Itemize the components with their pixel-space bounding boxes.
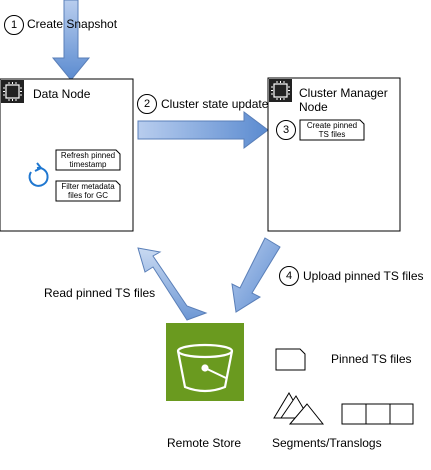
- bucket-icon: [176, 343, 234, 393]
- step-2-badge: 2: [137, 94, 157, 114]
- step-4-badge: 4: [279, 266, 299, 286]
- upload-pinned-label: Upload pinned TS files: [303, 269, 424, 283]
- translogs-icon: [341, 403, 414, 425]
- create-snapshot-label: Create Snapshot: [27, 17, 118, 31]
- read-arrow: [137, 247, 208, 321]
- cluster-manager-title-line2: Node: [299, 100, 328, 114]
- segments-legend-label: Segments/Translogs: [272, 436, 382, 450]
- remote-store-label: Remote Store: [167, 436, 242, 450]
- segments-icon: [273, 392, 325, 425]
- refresh-note-shape: [55, 149, 121, 171]
- filter-note: Filter metadata files for GC: [61, 182, 115, 200]
- pinned-ts-legend-label: Pinned TS files: [331, 352, 412, 366]
- cluster-state-update-label: Cluster state update: [161, 97, 269, 111]
- refresh-icon: [28, 162, 49, 187]
- data-node-chip-icon: [1, 80, 24, 103]
- cluster-manager-title-line1: Cluster Manager: [299, 86, 388, 100]
- create-pinned-note-shape: [299, 119, 365, 141]
- data-node-title: Data Node: [33, 87, 91, 101]
- pinned-ts-file-icon: [275, 348, 306, 371]
- refresh-note: Refresh pinned timestamp: [60, 151, 116, 169]
- cluster-manager-chip-icon: [269, 79, 292, 102]
- create-pinned-note: Create pinned TS files: [306, 121, 358, 139]
- create-snapshot-arrow: [51, 0, 91, 81]
- cluster-state-arrow: [137, 111, 269, 149]
- step-3-badge: 3: [276, 120, 296, 140]
- step-1-badge: 1: [4, 15, 24, 35]
- upload-arrow: [231, 237, 281, 313]
- cluster-manager-box: [267, 77, 401, 232]
- remote-store-box: [166, 323, 244, 401]
- filter-note-shape: [55, 180, 121, 202]
- read-pinned-label: Read pinned TS files: [44, 286, 156, 300]
